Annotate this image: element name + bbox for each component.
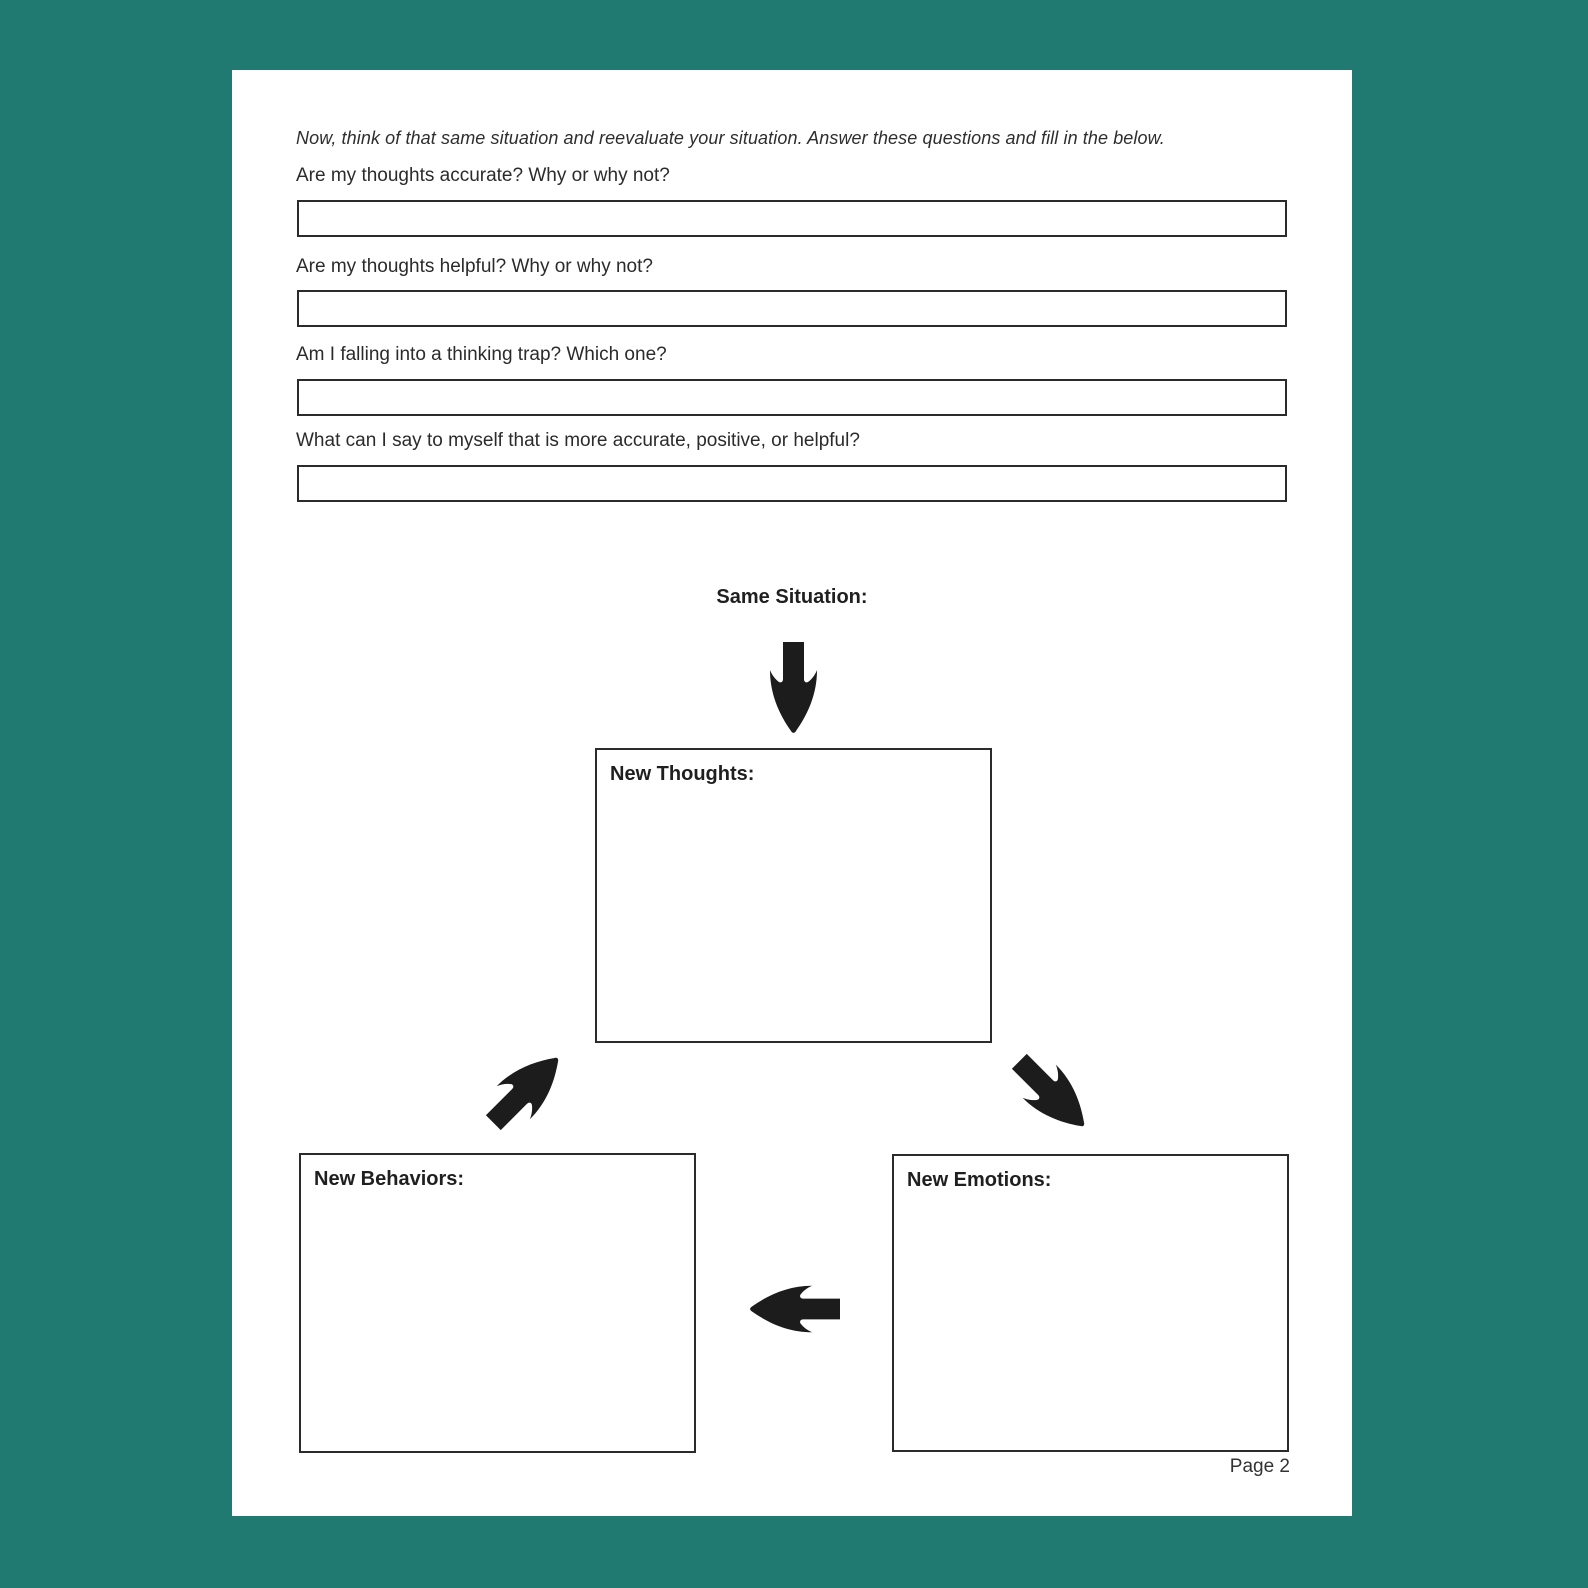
new-emotions-label: New Emotions: — [907, 1169, 1052, 1191]
same-situation-label: Same Situation: — [716, 586, 868, 608]
new-behaviors-box[interactable]: New Behaviors: — [299, 1153, 696, 1453]
question-label-thinking-trap: Am I falling into a thinking trap? Which… — [296, 344, 667, 365]
question-label-say-to-myself: What can I say to myself that is more ac… — [296, 430, 860, 451]
question-label-accurate: Are my thoughts accurate? Why or why not… — [296, 165, 670, 186]
arrow-left-icon — [750, 1284, 840, 1334]
new-thoughts-box[interactable]: New Thoughts: — [595, 748, 992, 1043]
answer-input-accurate[interactable] — [297, 200, 1287, 237]
new-behaviors-label: New Behaviors: — [314, 1168, 465, 1190]
new-emotions-box[interactable]: New Emotions: — [892, 1154, 1289, 1452]
worksheet-page: Now, think of that same situation and re… — [232, 70, 1352, 1516]
answer-input-thinking-trap[interactable] — [297, 379, 1287, 416]
page-number: Page 2 — [1229, 1456, 1290, 1477]
new-thoughts-label: New Thoughts: — [610, 763, 755, 785]
arrow-up-right-icon — [475, 1040, 575, 1140]
answer-input-helpful[interactable] — [297, 290, 1287, 327]
answer-input-say-to-myself[interactable] — [297, 465, 1287, 502]
question-label-helpful: Are my thoughts helpful? Why or why not? — [296, 256, 653, 277]
arrow-down-right-icon — [1001, 1043, 1101, 1143]
arrow-down-icon — [770, 642, 817, 733]
intro-instruction: Now, think of that same situation and re… — [296, 128, 1165, 148]
